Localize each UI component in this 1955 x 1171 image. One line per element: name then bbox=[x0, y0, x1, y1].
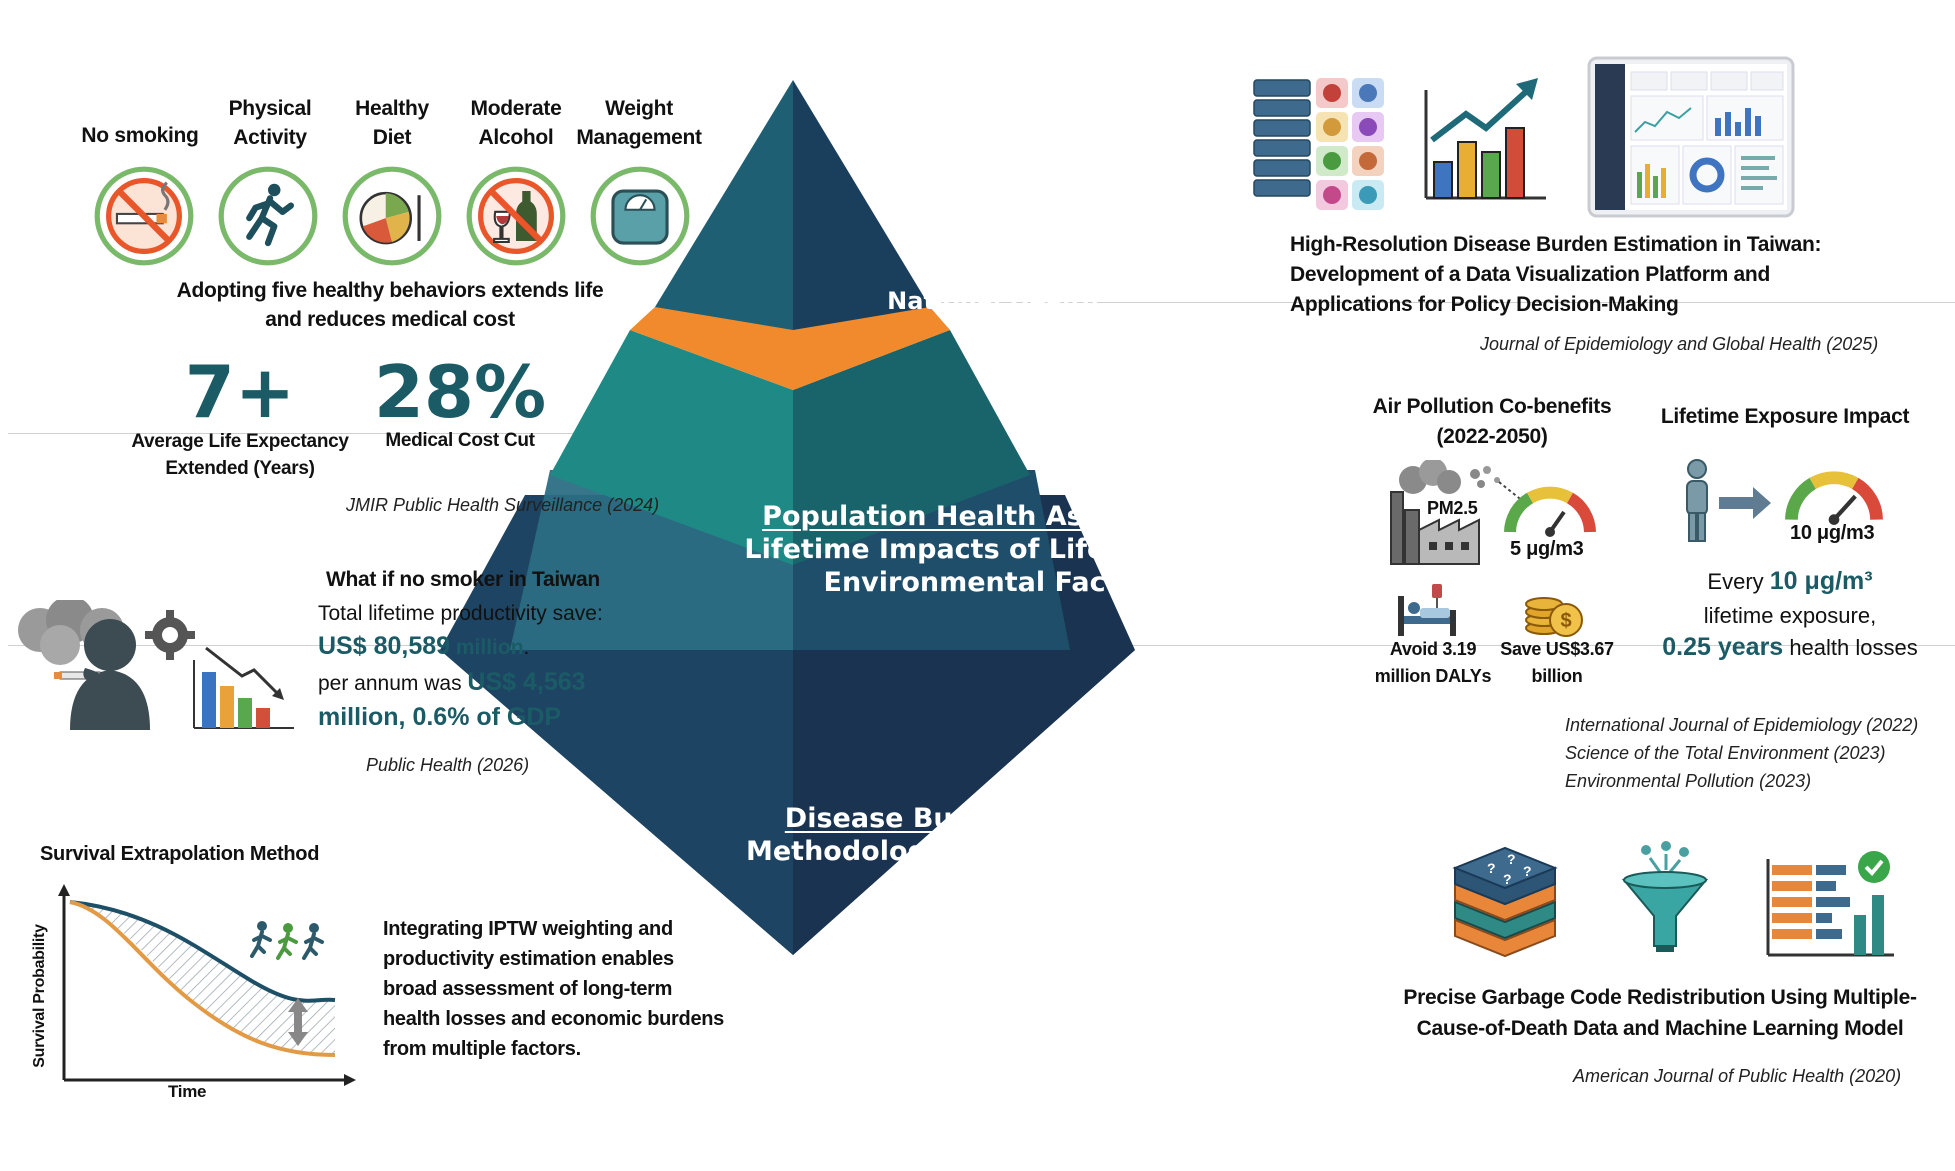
pollution-gauge-5-icon bbox=[1504, 486, 1596, 537]
right-arrow-icon bbox=[1719, 487, 1771, 519]
pyramid-bottom-line2: Methodological Innovations and bbox=[745, 836, 1235, 867]
up-down-arrow-icon bbox=[288, 998, 308, 1046]
smoker-title: What if no smoker in Taiwan bbox=[326, 568, 600, 591]
citation-ajph: American Journal of Public Health (2020) bbox=[1573, 1066, 1902, 1086]
divider-left-2 bbox=[8, 645, 553, 646]
pyramid-middle-line3: Environmental Factors bbox=[823, 567, 1167, 598]
survival-xlabel: Time bbox=[168, 1082, 207, 1101]
svg-text:$: $ bbox=[1560, 610, 1571, 632]
smoker-line1: Total lifetime productivity save: bbox=[318, 602, 603, 625]
svg-text:?: ? bbox=[1503, 871, 1512, 887]
pyramid-top-right bbox=[793, 80, 930, 330]
citation-jmir: JMIR Public Health Surveillance (2024) bbox=[346, 495, 660, 515]
dashboard-platform-icon bbox=[1587, 56, 1795, 218]
weight-scale-icon bbox=[590, 166, 690, 266]
pyramid-top-line5: Gains bbox=[955, 315, 1031, 343]
walking-people-icon bbox=[250, 921, 324, 960]
survival-text: Integrating IPTW weighting and productiv… bbox=[383, 918, 725, 1060]
svg-text:?: ? bbox=[1523, 863, 1532, 879]
pyramid-middle-left bbox=[550, 330, 793, 565]
citation-public-health: Public Health (2026) bbox=[366, 755, 530, 775]
smoker-line3: per annum was US$ 4,563 bbox=[318, 668, 586, 696]
pyramid-bottom-text: Disease Burden Estimation Methodological… bbox=[700, 802, 1280, 901]
citation-jegh: Journal of Epidemiology and Global Healt… bbox=[1480, 334, 1879, 354]
factory-pollution-icon bbox=[1390, 460, 1530, 565]
pyramid-middle-line1: Population Health Assessment bbox=[762, 501, 1228, 532]
behavior-label-0: No smoking bbox=[81, 124, 199, 147]
pyramid-top-text: Policy Translation Enhancing National He… bbox=[843, 203, 1143, 343]
gauge-5-value: 5 μg/m3 bbox=[1510, 538, 1584, 560]
lifetime-title: Lifetime Exposure Impact bbox=[1660, 405, 1910, 428]
stat-medical-cost-value: 28% bbox=[373, 350, 547, 434]
lifetime-exposure-line: lifetime exposure, bbox=[1703, 603, 1877, 628]
database-organs-icon bbox=[1253, 78, 1384, 210]
pyramid-middle-line2: Lifetime Impacts of Lifestyle and bbox=[744, 534, 1246, 565]
pyramid-top-line2: Translation bbox=[917, 231, 1069, 259]
behaviors-caption: Adopting five healthy behaviors extends … bbox=[176, 279, 604, 331]
pollution-gauge-10-icon bbox=[1785, 471, 1883, 525]
pyramid-bottom-line1: Disease Burden Estimation bbox=[784, 803, 1196, 834]
pyramid-top-line1: Policy bbox=[952, 203, 1034, 231]
pyramid-top-line3: Enhancing bbox=[922, 259, 1064, 287]
stat-medical-cost-label: Medical Cost Cut bbox=[385, 430, 535, 451]
declining-bar-chart-icon bbox=[193, 646, 294, 729]
gauge-10-value: 10 μg/m3 bbox=[1790, 522, 1875, 544]
smoker-line2: US$ 80,589 million. bbox=[318, 632, 530, 660]
stat-life-expectancy-value: 7+ bbox=[184, 350, 296, 434]
svg-text:?: ? bbox=[1487, 860, 1496, 876]
no-smoking-icon bbox=[94, 166, 194, 266]
svg-text:?: ? bbox=[1507, 851, 1516, 867]
smoker-line4: million, 0.6% of GDP bbox=[318, 703, 562, 731]
survival-curve-chart bbox=[58, 884, 356, 1086]
coins-dollar-icon: $ bbox=[1525, 597, 1583, 637]
air-citations: International Journal of Epidemiology (2… bbox=[1565, 715, 1919, 791]
divider-left-1 bbox=[8, 433, 613, 434]
pyramid-top-left bbox=[655, 80, 793, 330]
smoker-illustration bbox=[18, 600, 294, 730]
gear-icon bbox=[145, 610, 195, 660]
filter-funnel-icon bbox=[1621, 841, 1709, 952]
pyramid-top-line4: National Health bbox=[887, 287, 1099, 315]
no-alcohol-icon bbox=[466, 166, 566, 266]
rising-bar-chart-icon bbox=[1424, 78, 1546, 200]
divider-right-1 bbox=[940, 302, 1955, 303]
garbage-title: Precise Garbage Code Redistribution Usin… bbox=[1403, 986, 1917, 1040]
pyramid-bottom-line3: Applications bbox=[895, 869, 1085, 900]
platform-title: High-Resolution Disease Burden Estimatio… bbox=[1290, 233, 1822, 316]
survival-title: Survival Extrapolation Method bbox=[40, 843, 320, 865]
pyramid-middle-right bbox=[793, 330, 1030, 565]
air-title: Air Pollution Co-benefits(2022-2050) bbox=[1372, 395, 1612, 448]
hospital-bed-icon bbox=[1398, 584, 1456, 636]
report-chart-check-icon bbox=[1766, 851, 1894, 957]
survival-ylabel: Survival Probability bbox=[31, 924, 48, 1068]
divider-right-2 bbox=[1025, 645, 1955, 646]
data-cube-question-icon: ? ? ? ? bbox=[1452, 846, 1558, 958]
person-exposure-icon bbox=[1686, 459, 1771, 542]
pyramid bbox=[440, 80, 1135, 955]
pyramid-orange-band bbox=[630, 307, 950, 390]
pyramid-middle-text: Population Health Assessment Lifetime Im… bbox=[695, 500, 1295, 599]
lifetime-every-line: Every 10 μg/m³ bbox=[1707, 567, 1873, 595]
lifetime-loss-line: 0.25 years health losses bbox=[1662, 633, 1918, 661]
pm25-label: PM2.5 bbox=[1427, 498, 1478, 518]
healthy-plate-icon bbox=[342, 166, 442, 266]
running-person-icon bbox=[218, 166, 318, 266]
